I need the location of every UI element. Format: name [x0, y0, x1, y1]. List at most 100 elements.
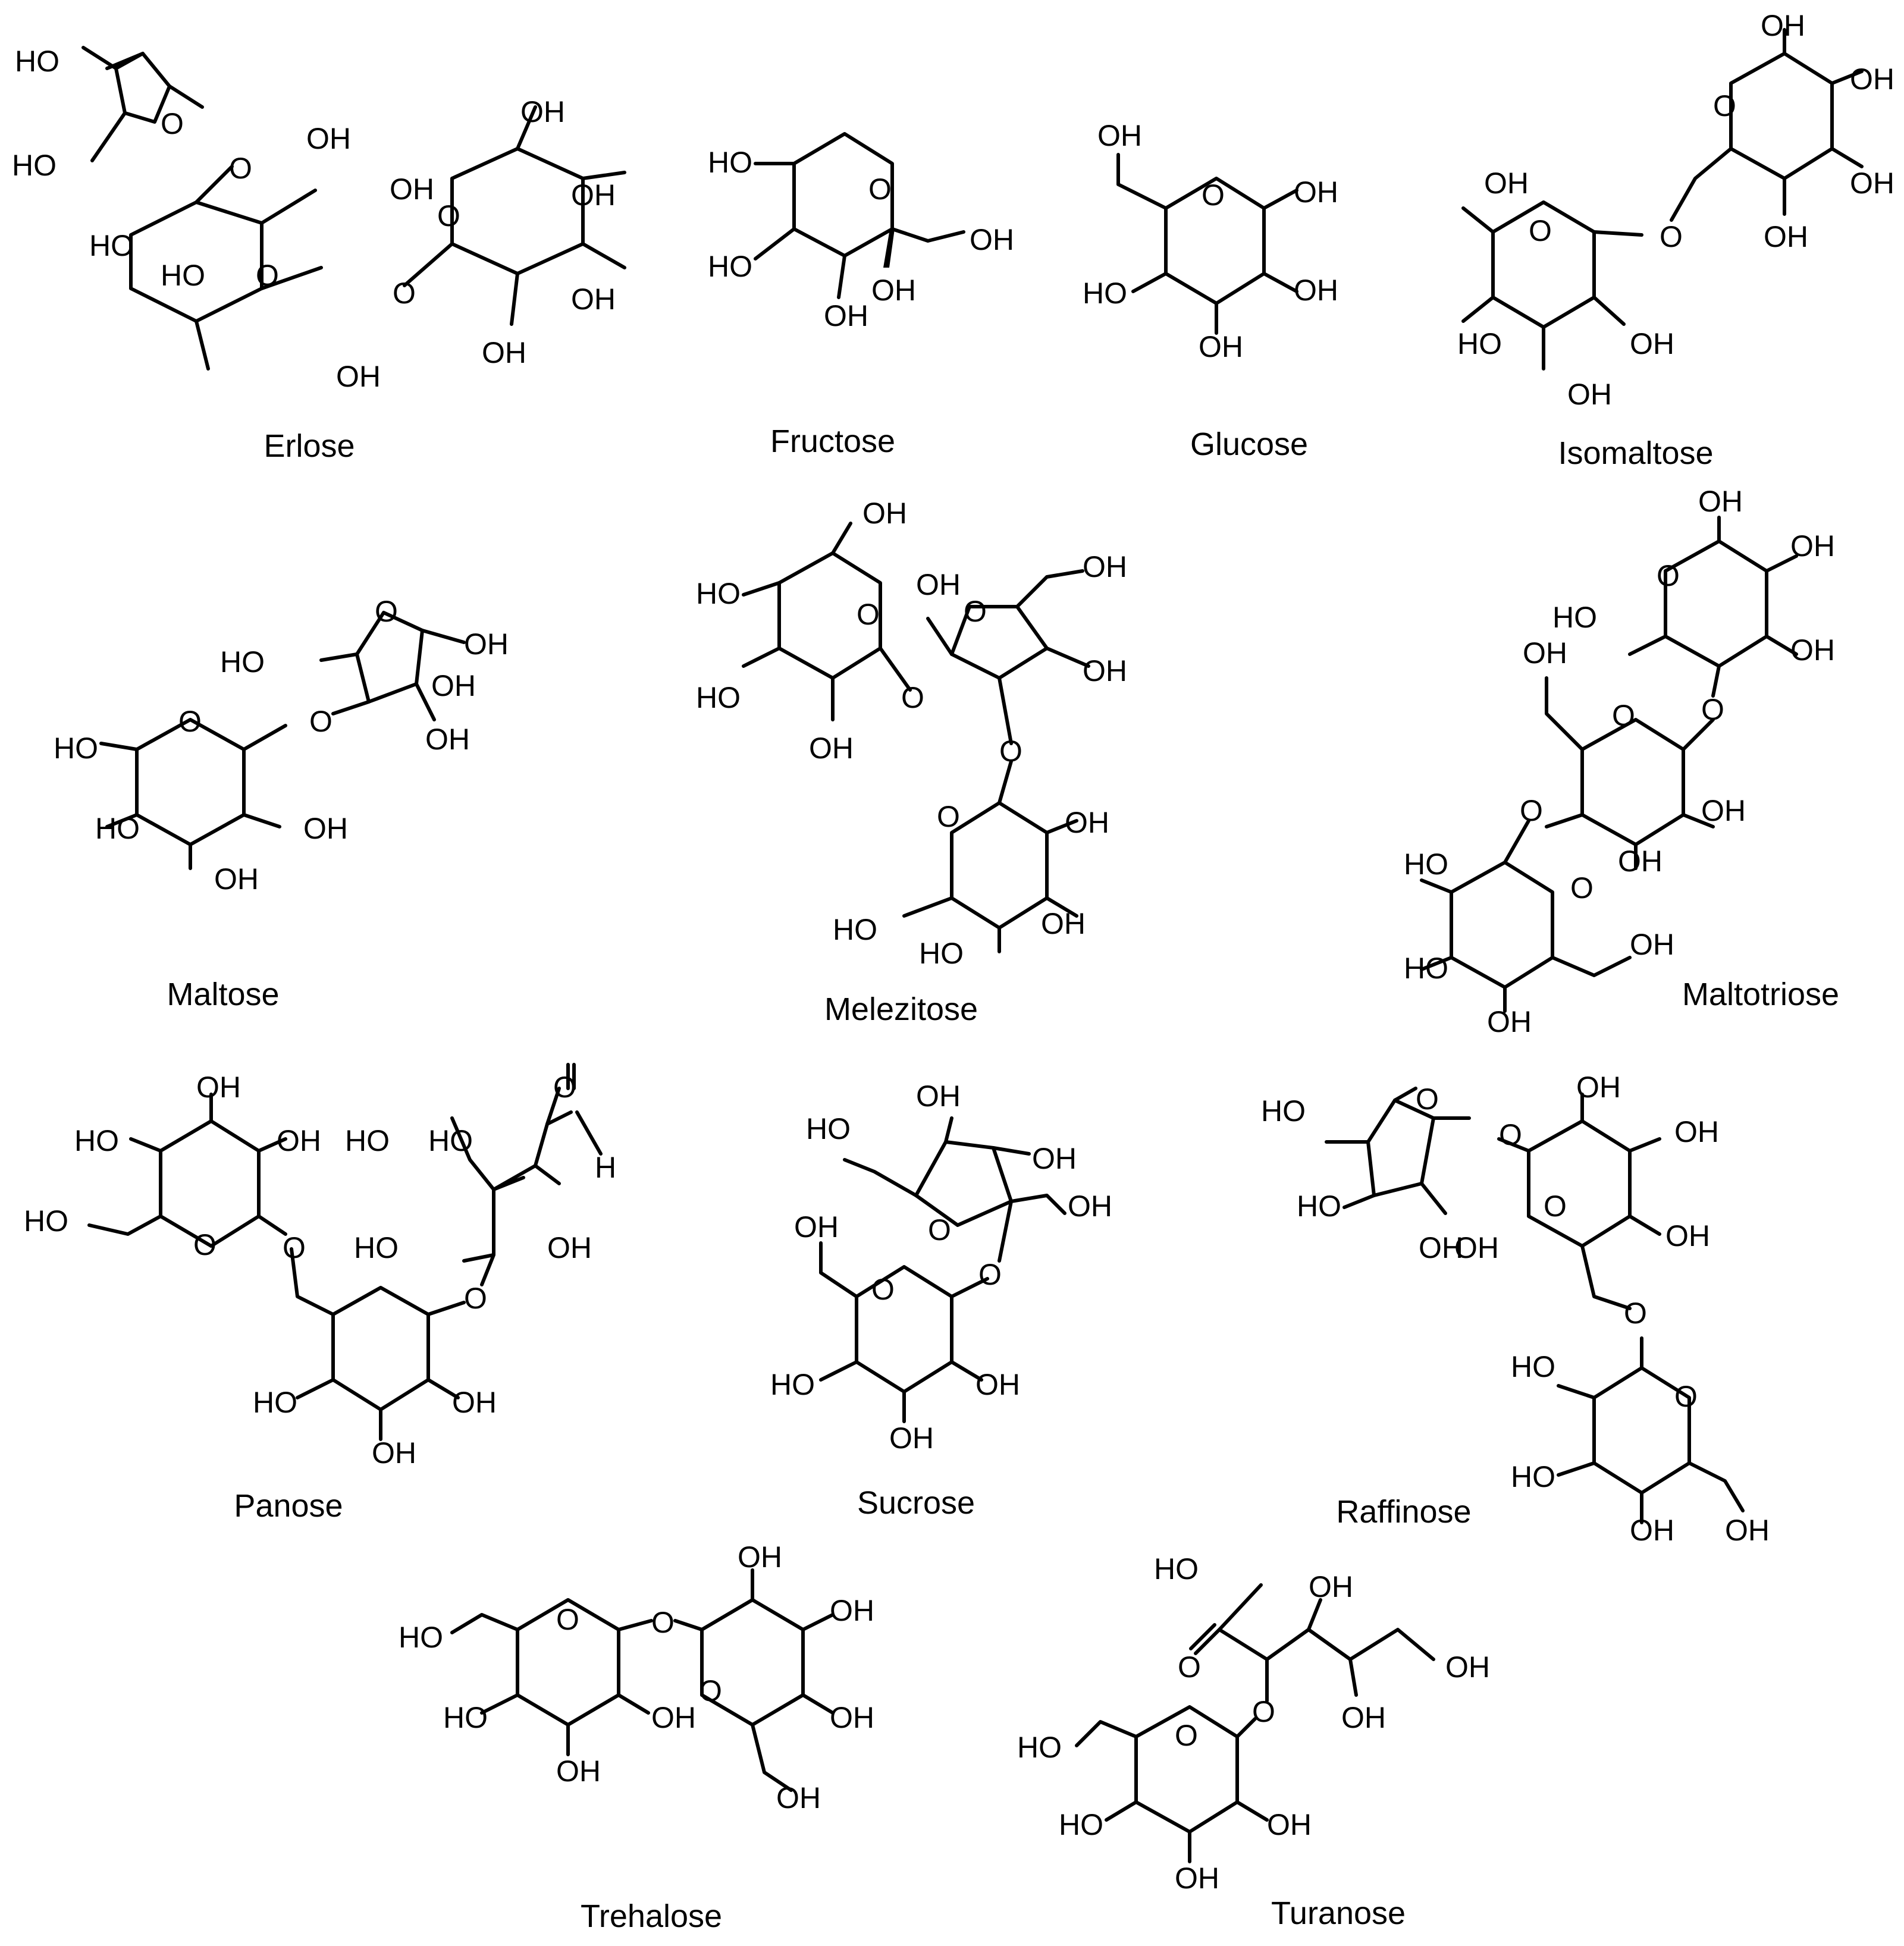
glucose-atom-label: OH: [1199, 330, 1243, 363]
erlose-atom-label: OH: [571, 178, 616, 212]
fructose-atom-label: O: [868, 172, 892, 206]
maltose-atom-label: O: [375, 595, 398, 628]
melezitose-structure: OH HO OH O OH O OH HO O OH O O OH OH HO …: [696, 497, 1127, 1027]
fructose-atom-label: HO: [708, 146, 752, 179]
maltotriose-atom-label: OH: [1790, 633, 1835, 667]
trehalose-structure: HO O O OH OH O HO OH OH OH OH Trehalose: [399, 1540, 874, 1934]
sucrose-atom-label: HO: [770, 1368, 815, 1401]
melezitose-atom-label: HO: [696, 681, 741, 714]
maltose-atom-label: HO: [220, 645, 265, 679]
melezitose-atom-label: OH: [916, 568, 961, 601]
panose-atom-label: O: [193, 1228, 217, 1261]
melezitose-atom-label: HO: [696, 577, 741, 610]
raffinose-atom-label: OH: [1674, 1115, 1719, 1148]
melezitose-name: Melezitose: [824, 991, 978, 1027]
maltotriose-atom-label: O: [1612, 699, 1635, 732]
turanose-atom-label: HO: [1059, 1808, 1103, 1841]
sucrose-atom-label: OH: [889, 1421, 934, 1455]
trehalose-atom-label: OH: [830, 1594, 874, 1627]
erlose-atom-label: O: [437, 199, 460, 233]
sucrose-atom-label: HO: [806, 1112, 851, 1145]
panose-atom-label: HO: [345, 1124, 390, 1157]
maltotriose-structure: OH OH O HO OH OH O O O OH OH HO O OH HO …: [1404, 485, 1839, 1038]
isomaltose-atom-label: OH: [1761, 9, 1805, 42]
trehalose-atom-label: O: [556, 1603, 579, 1636]
maltotriose-atom-label: HO: [1404, 952, 1448, 985]
melezitose-atom-label: O: [937, 800, 960, 833]
turanose-atom-label: OH: [1341, 1701, 1386, 1734]
maltotriose-atom-label: OH: [1790, 529, 1835, 563]
panose-atom-label: HO: [354, 1231, 399, 1264]
turanose-atom-label: OH: [1445, 1650, 1490, 1684]
maltose-atom-label: HO: [95, 812, 140, 845]
sucrose-atom-label: OH: [916, 1079, 961, 1113]
trehalose-atom-label: O: [651, 1606, 675, 1639]
sucrose-name: Sucrose: [857, 1485, 975, 1521]
turanose-atom-label: OH: [1175, 1862, 1219, 1895]
raffinose-atom-label: HO: [1511, 1460, 1555, 1493]
melezitose-atom-label: OH: [862, 497, 907, 530]
melezitose-atom-label: OH: [809, 732, 854, 765]
erlose-atom-label: OH: [520, 95, 565, 128]
raffinose-atom-label: OH: [1454, 1231, 1499, 1264]
maltose-atom-label: HO: [54, 732, 98, 765]
sucrose-atom-label: O: [871, 1273, 895, 1306]
melezitose-atom-label: OH: [1083, 654, 1127, 688]
raffinose-atom-label: O: [1416, 1082, 1439, 1116]
sucrose-atom-label: OH: [975, 1368, 1020, 1401]
melezitose-atom-label: OH: [1041, 907, 1086, 940]
erlose-atom-label: OH: [571, 283, 616, 316]
trehalose-atom-label: OH: [556, 1754, 601, 1788]
erlose-atom-label: O: [256, 259, 279, 292]
maltotriose-atom-label: HO: [1552, 601, 1597, 634]
trehalose-atom-label: OH: [651, 1701, 696, 1734]
erlose-atom-label: O: [161, 107, 184, 140]
panose-atom-label: OH: [452, 1386, 497, 1419]
maltotriose-atom-label: HO: [1404, 848, 1448, 881]
panose-atom-label: OH: [547, 1231, 592, 1264]
panose-structure: OH O HO OH HO HO H HO O O HO OH O HO OH …: [24, 1063, 616, 1524]
erlose-atom-label: O: [229, 152, 252, 185]
isomaltose-atom-label: OH: [1484, 167, 1529, 200]
isomaltose-atom-label: OH: [1630, 327, 1674, 360]
panose-atom-label: O: [283, 1231, 306, 1264]
glucose-atom-label: OH: [1294, 175, 1338, 209]
maltotriose-atom-label: O: [1701, 693, 1724, 726]
melezitose-atom-label: O: [901, 681, 924, 714]
raffinose-atom-label: OH: [1630, 1514, 1674, 1547]
turanose-atom-label: HO: [1017, 1731, 1062, 1764]
glucose-atom-label: OH: [1294, 274, 1338, 307]
raffinose-atom-label: OH: [1576, 1071, 1621, 1104]
sucrose-structure: OH HO OH OH O OH O O HO OH OH Sucrose: [770, 1079, 1112, 1521]
panose-atom-label: OH: [372, 1436, 416, 1470]
sucrose-atom-label: O: [978, 1258, 1002, 1291]
maltotriose-atom-label: O: [1657, 559, 1680, 592]
turanose-atom-label: O: [1178, 1650, 1201, 1684]
maltose-atom-label: OH: [303, 812, 348, 845]
panose-atom-label: HO: [74, 1124, 119, 1157]
glucose-structure: OH O OH HO OH OH Glucose: [1083, 119, 1338, 462]
turanose-structure: HO OH O OH O OH O HO HO OH OH Turanose: [1017, 1552, 1490, 1931]
maltose-atom-label: OH: [431, 669, 476, 702]
sucrose-atom-label: OH: [1068, 1189, 1112, 1223]
erlose-name: Erlose: [264, 428, 355, 464]
melezitose-atom-label: OH: [1083, 550, 1127, 583]
melezitose-atom-label: HO: [919, 937, 964, 970]
isomaltose-atom-label: OH: [1850, 62, 1894, 96]
turanose-atom-label: O: [1252, 1695, 1275, 1728]
trehalose-atom-label: HO: [399, 1621, 443, 1654]
trehalose-atom-label: OH: [830, 1701, 874, 1734]
erlose-structure: HO O HO HO O HO OH OH O O OH OH O OH OH …: [12, 45, 626, 464]
maltotriose-atom-label: O: [1520, 794, 1543, 827]
maltose-name: Maltose: [167, 977, 279, 1012]
maltotriose-atom-label: O: [1570, 871, 1594, 905]
isomaltose-atom-label: O: [1529, 214, 1552, 247]
sucrose-atom-label: O: [928, 1213, 951, 1247]
melezitose-atom-label: OH: [1065, 806, 1109, 839]
turanose-name: Turanose: [1271, 1895, 1406, 1931]
panose-atom-label: O: [553, 1071, 576, 1104]
trehalose-atom-label: HO: [443, 1701, 488, 1734]
glucose-atom-label: OH: [1097, 119, 1142, 152]
raffinose-atom-label: O: [1674, 1380, 1698, 1413]
maltose-atom-label: O: [309, 705, 333, 738]
